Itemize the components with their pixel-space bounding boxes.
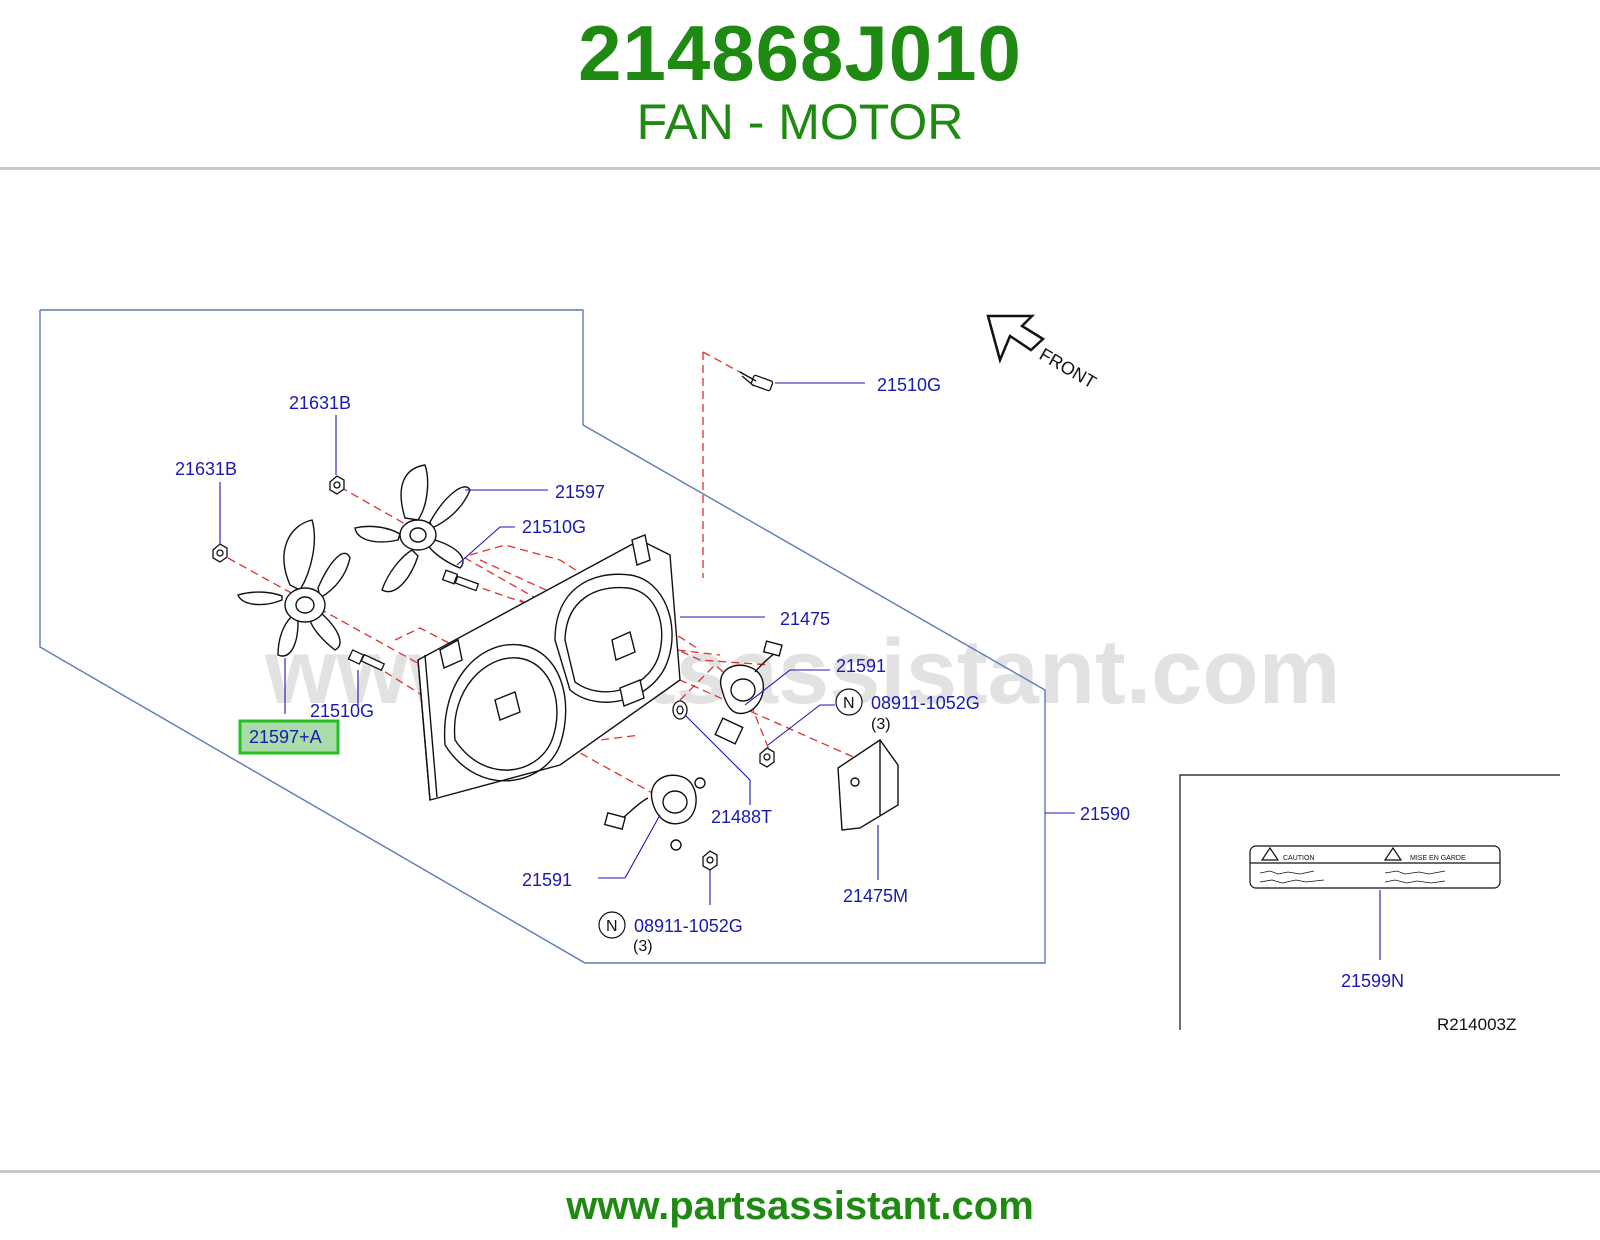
callout-21510g-mid[interactable]: 21510G [522, 517, 586, 537]
part-number-title: 214868J010 [578, 9, 1022, 97]
quantity-lower: (3) [633, 938, 653, 955]
lower-fan-blade [237, 519, 351, 657]
upper-fan-motor [714, 640, 783, 745]
callout-21631b-lower[interactable]: 21631B [175, 459, 237, 479]
callout-21488t[interactable]: 21488T [711, 807, 772, 827]
caution-title-left: CAUTION [1283, 855, 1315, 862]
caution-title-right: MISE EN GARDE [1410, 855, 1466, 862]
callout-08911-upper[interactable]: 08911-1052G [871, 693, 980, 713]
grommet-icon [672, 700, 688, 720]
header-divider [0, 167, 1600, 170]
footer-url-link[interactable]: www.partsassistant.com [566, 1184, 1034, 1228]
fan-controller-module [837, 739, 899, 831]
n-circle-upper-label: N [843, 695, 855, 712]
callout-21591-upper[interactable]: 21591 [836, 656, 886, 676]
caution-label-sticker [1249, 845, 1501, 889]
front-arrow-icon [986, 314, 1046, 364]
callout-21590[interactable]: 21590 [1080, 804, 1130, 824]
callout-21510g-top[interactable]: 21510G [877, 375, 941, 395]
bolt-top-icon [739, 371, 774, 392]
callout-21475[interactable]: 21475 [780, 609, 830, 629]
n-circle-lower-label: N [606, 918, 618, 935]
lower-fan-motor [603, 774, 706, 851]
figure-code: R214003Z [1437, 1015, 1516, 1034]
assembly-boundary-frame [39, 309, 1046, 964]
quantity-upper: (3) [871, 716, 891, 733]
callout-21599n[interactable]: 21599N [1341, 971, 1404, 991]
callout-21475m[interactable]: 21475M [843, 886, 908, 906]
fan-shroud-housing [417, 534, 681, 801]
upper-motor-nut-icon [759, 747, 775, 768]
lower-fan-nut-icon [212, 543, 228, 563]
upper-fan-blade [354, 464, 471, 593]
callout-21597a-highlighted[interactable]: 21597+A [249, 727, 322, 747]
callout-21597[interactable]: 21597 [555, 482, 605, 502]
footer-divider [0, 1170, 1600, 1173]
highlighted-callout-box [238, 719, 340, 755]
bolt-low-icon [347, 649, 386, 672]
upper-fan-nut-icon [329, 475, 345, 495]
lower-motor-nut-icon [702, 850, 718, 871]
bolt-mid-icon [441, 569, 480, 592]
callout-21510g-low[interactable]: 21510G [310, 701, 374, 721]
n-circle-upper [835, 688, 863, 716]
callout-08911-lower[interactable]: 08911-1052G [634, 916, 743, 936]
leader-lines [219, 382, 1381, 960]
page-header: 214868J010 FAN - MOTOR [0, 0, 1600, 170]
callout-21591-lower[interactable]: 21591 [522, 870, 572, 890]
front-label: FRONT [1036, 344, 1100, 392]
part-name-subtitle: FAN - MOTOR [636, 94, 964, 150]
n-circle-lower [598, 911, 626, 939]
label-sub-frame [1179, 774, 1560, 1030]
callout-21631b-upper[interactable]: 21631B [289, 393, 351, 413]
